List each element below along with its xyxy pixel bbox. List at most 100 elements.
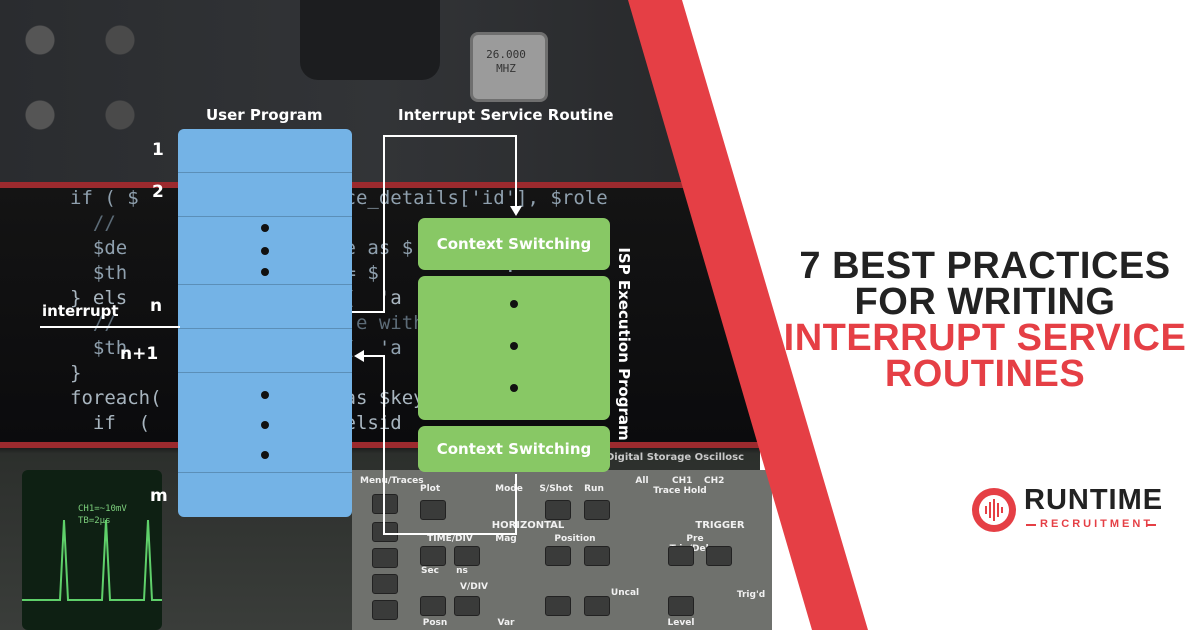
ellipsis-dot xyxy=(510,342,518,350)
soundwave-icon xyxy=(985,499,1003,521)
row-divider xyxy=(178,216,352,217)
panel-button xyxy=(584,546,610,566)
ellipsis-dot xyxy=(261,224,269,232)
ellipsis-dot xyxy=(510,300,518,308)
panel-label: Uncal xyxy=(610,588,640,598)
logo-dash-left xyxy=(1026,524,1036,526)
panel-label: CH1 xyxy=(672,476,693,486)
ellipsis-dot xyxy=(261,391,269,399)
panel-label: Trace Hold xyxy=(653,486,707,496)
panel-label: Trig'd xyxy=(736,590,766,600)
panel-label: TRIGGER xyxy=(695,520,745,531)
row-label-2: 2 xyxy=(152,182,164,202)
panel-button xyxy=(420,596,446,616)
panel-label: Digital Storage Oscillosc xyxy=(605,452,745,463)
logo-name: RUNTIME xyxy=(1024,484,1164,516)
panel-label: V/DIV xyxy=(459,582,489,592)
panel-button xyxy=(584,500,610,520)
panel-label: TIME/DIV xyxy=(427,534,473,544)
logo-dash-right xyxy=(1146,524,1156,526)
panel-button xyxy=(420,546,446,566)
panel-button xyxy=(454,596,480,616)
row-label-m: m xyxy=(150,486,168,506)
code-line: if ( $ ource_details['id'], $role xyxy=(70,187,608,209)
flow-arrows xyxy=(0,0,760,630)
panel-label: Level xyxy=(667,618,695,628)
row-label-n-plus-1: n+1 xyxy=(120,344,159,364)
title-line-4: ROUTINES xyxy=(884,353,1086,395)
code-line: } xyxy=(70,362,82,384)
panel-label: HORIZONTAL xyxy=(491,520,565,531)
scope-channel-label: CH1=~10mV xyxy=(78,504,127,514)
panel-button xyxy=(584,596,610,616)
panel-label: Pre Trig/Delay xyxy=(669,534,721,554)
row-divider xyxy=(178,172,352,173)
row-divider xyxy=(178,372,352,373)
oscilloscope-trace xyxy=(22,519,162,601)
panel-button xyxy=(706,546,732,566)
isr-label: Interrupt Service Routine xyxy=(398,106,614,124)
code-divider-bottom xyxy=(0,442,760,448)
ellipsis-dot xyxy=(261,268,269,276)
row-label-1: 1 xyxy=(152,140,164,160)
chip-shape xyxy=(300,0,440,80)
oscilloscope-screen xyxy=(22,470,162,630)
logo-subtitle: RECRUITMENT xyxy=(1040,518,1154,530)
ellipsis-dot xyxy=(510,384,518,392)
article-title: 7 BEST PRACTICES FOR WRITING INTERRUPT S… xyxy=(770,245,1200,395)
panel-label: Mag xyxy=(495,534,517,544)
panel-label: ns xyxy=(456,566,468,576)
panel-button xyxy=(668,596,694,616)
return-to-program-arrow xyxy=(362,355,517,535)
panel-label: Posn xyxy=(422,618,448,628)
user-program-label: User Program xyxy=(206,106,323,124)
context-switching-top-box: Context Switching xyxy=(418,218,610,270)
ellipsis-dot xyxy=(261,421,269,429)
panel-label: Var xyxy=(497,618,515,628)
panel-button xyxy=(545,500,571,520)
scope-timebase-label: TB=2µs xyxy=(78,516,111,526)
panel-button xyxy=(372,600,398,620)
context-switching-top-label: Context Switching xyxy=(436,235,592,253)
panel-label: CH2 xyxy=(704,476,725,486)
crystal-line-1: 26.000 xyxy=(486,48,526,61)
user-program-column xyxy=(178,129,352,517)
isp-execution-box xyxy=(418,276,610,420)
panel-button xyxy=(545,546,571,566)
crystal-line-2: MHZ xyxy=(496,62,516,75)
code-line: // e with xyxy=(92,312,425,334)
panel-button xyxy=(668,546,694,566)
panel-label: Run xyxy=(584,484,604,494)
code-divider-top xyxy=(0,182,760,188)
ellipsis-dot xyxy=(261,451,269,459)
panel-button xyxy=(454,546,480,566)
panel-label: Position xyxy=(554,534,596,544)
crystal-oscillator xyxy=(470,32,548,102)
panel-button xyxy=(372,574,398,594)
ellipsis-dot xyxy=(261,247,269,255)
interrupt-line xyxy=(40,326,180,328)
crystal-marking: 26.000 MHZ xyxy=(476,48,536,76)
context-switching-bottom-label: Context Switching xyxy=(436,440,592,458)
panel-label: Plot xyxy=(420,484,441,494)
context-switching-bottom-box: Context Switching xyxy=(418,426,610,472)
panel-label: Mode xyxy=(495,484,523,494)
panel-label: Menu/Traces xyxy=(360,476,424,486)
title-line-1: 7 BEST PRACTICES xyxy=(799,245,1171,287)
panel-label: Sec xyxy=(421,566,439,576)
code-line: if ( elsid xyxy=(92,412,402,434)
jump-to-isr-arrow xyxy=(352,135,517,313)
title-line-2: FOR WRITING xyxy=(854,281,1116,323)
panel-button xyxy=(545,596,571,616)
return-to-program-arrowhead xyxy=(354,350,364,362)
panel-button xyxy=(420,500,446,520)
row-divider xyxy=(178,284,352,285)
interrupt-label: interrupt xyxy=(42,302,119,320)
row-label-n: n xyxy=(150,296,163,316)
row-divider xyxy=(178,328,352,329)
panel-label: S/Shot xyxy=(539,484,573,494)
title-line-3: INTERRUPT SERVICE xyxy=(783,317,1187,359)
panel-label: All xyxy=(635,476,649,486)
panel-button xyxy=(372,548,398,568)
